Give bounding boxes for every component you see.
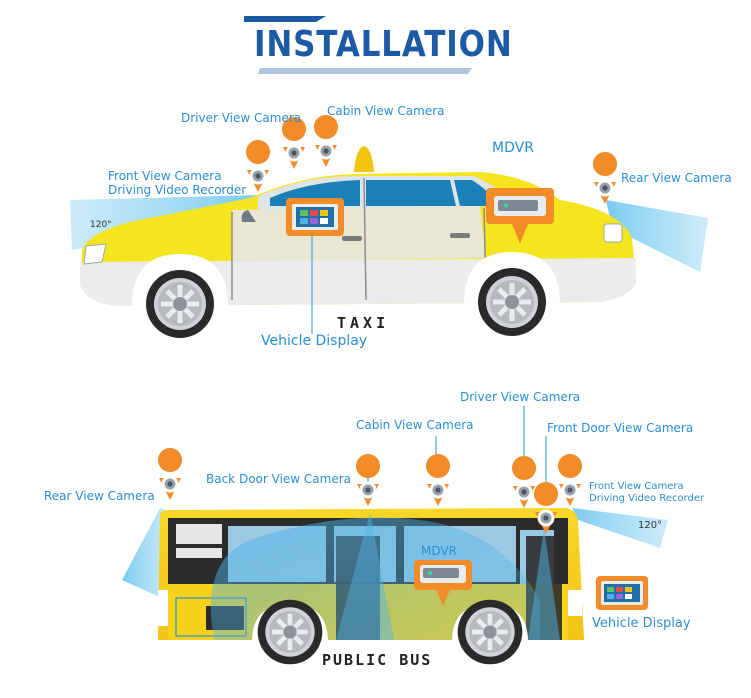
bus-front-view-camera-label: Front View Camera	[589, 481, 684, 492]
taxi-rear-view-camera-label: Rear View Camera	[621, 171, 732, 185]
taxi-vehicle-display	[286, 198, 344, 236]
bus-mdvr-label: MDVR	[421, 544, 457, 558]
bus-front-door-view-camera-label: Front Door View Camera	[547, 421, 694, 435]
title-banner	[244, 16, 472, 74]
bus-cabin-view-camera-label: Cabin View Camera	[356, 418, 474, 432]
taxi-rear-view-cone	[606, 200, 708, 272]
bus-vehicle-display-label: Vehicle Display	[592, 616, 691, 631]
taxi-rear-camera-pin-icon	[593, 152, 618, 204]
bus-rear-view-camera-label: Rear View Camera	[44, 489, 155, 503]
bus-front-wheel	[458, 600, 523, 665]
bus-driver-camera-pin-icon	[512, 456, 537, 508]
taxi-mdvr-device	[486, 188, 554, 244]
taxi-rear-wheel	[478, 268, 546, 336]
taxi-vehicle-display-label: Vehicle Display	[261, 333, 368, 349]
bus-rear-camera-pin-icon	[158, 448, 183, 500]
bus-rear-view-cone	[122, 508, 170, 600]
bus-driver-view-camera-label: Driver View Camera	[460, 390, 581, 404]
taxi-front-wheel	[146, 270, 214, 338]
taxi-driving-video-recorder-label: Driving Video Recorder	[108, 183, 247, 197]
bus-mdvr-device	[414, 560, 472, 606]
taxi-driver-view-camera-label: Driver View Camera	[181, 111, 302, 125]
taxi-front-view-camera-label: Front View Camera	[108, 169, 222, 183]
taxi-mdvr-label: MDVR	[492, 140, 534, 156]
bus-vehicle-display	[596, 576, 648, 610]
taxi-roof-light-icon	[354, 146, 374, 172]
taxi-cabin-camera-pin-icon	[314, 115, 339, 167]
bus-rear-wheel	[258, 600, 323, 665]
taxi-front-camera-pin-icon	[246, 140, 271, 192]
bus-name: PUBLIC BUS	[322, 651, 433, 669]
bus-front-view-cone	[572, 508, 668, 548]
taxi-cabin-view-camera-label: Cabin View Camera	[327, 104, 445, 118]
taxi-angle-label: 120°	[90, 220, 112, 230]
bus-cabin-camera-pin-icon	[426, 454, 451, 506]
taxi-name: TAXI	[337, 314, 390, 332]
bus-angle-label: 120°	[638, 520, 663, 531]
bus-back-door-view-camera-label: Back Door View Camera	[206, 472, 352, 486]
bus-vehicle	[122, 508, 668, 642]
bus-front-camera-pin-icon	[558, 454, 583, 506]
page-title: INSTALLATION	[254, 24, 513, 65]
bus-driving-video-recorder-label: Driving Video Recorder	[589, 493, 705, 504]
